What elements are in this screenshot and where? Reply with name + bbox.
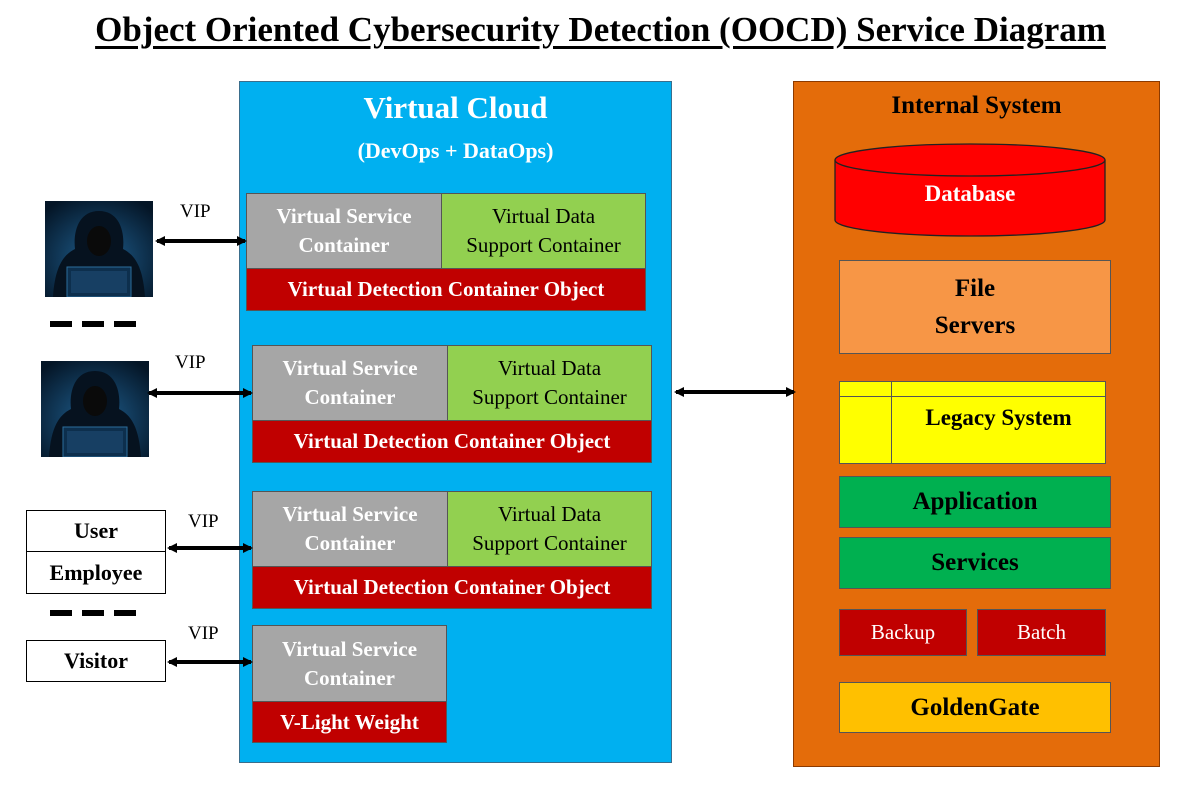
goldengate-box: GoldenGate xyxy=(839,682,1111,733)
vip-label: VIP xyxy=(180,201,211,222)
file-servers-box: File Servers xyxy=(839,260,1111,354)
virtual-cloud-subtitle: (DevOps + DataOps) xyxy=(357,138,554,163)
hooded-hacker-icon xyxy=(45,201,153,297)
legacy-system-header-strip xyxy=(839,381,1106,397)
data-container-line1: Virtual Data xyxy=(497,356,602,380)
hacker-image xyxy=(41,361,149,457)
data-container-line1: Virtual Data xyxy=(491,204,596,228)
hacker-image xyxy=(45,201,153,297)
virtual-detection-container-object: Virtual Detection Container Object xyxy=(246,268,646,311)
data-container-line2: Support Container xyxy=(466,233,621,257)
database-label: Database xyxy=(924,181,1016,206)
application-box: Application xyxy=(839,476,1111,528)
legacy-system-label: Legacy System xyxy=(925,405,1072,430)
virtual-service-container: Virtual Service Container xyxy=(252,625,447,702)
services-box: Services xyxy=(839,537,1111,589)
service-container-line1: Virtual Service xyxy=(276,204,412,228)
user-box: User xyxy=(26,510,166,552)
vip-label: VIP xyxy=(188,511,219,532)
internal-system-title: Internal System xyxy=(891,92,1062,119)
virtual-detection-container-object: Virtual Detection Container Object xyxy=(252,420,652,463)
hooded-hacker-icon xyxy=(41,361,149,457)
data-container-line2: Support Container xyxy=(472,531,627,555)
ellipsis-dashes xyxy=(50,321,136,329)
legacy-system-column-divider xyxy=(891,381,892,464)
virtual-detection-container-object: Virtual Detection Container Object xyxy=(252,566,652,609)
vip-label: VIP xyxy=(188,623,219,644)
service-container-line1: Virtual Service xyxy=(282,356,418,380)
data-container-line1: Virtual Data xyxy=(497,502,602,526)
service-container-line2: Container xyxy=(304,531,396,555)
ellipsis-dashes xyxy=(50,610,136,618)
employee-box: Employee xyxy=(26,551,166,594)
backup-box: Backup xyxy=(839,609,967,656)
service-container-line2: Container xyxy=(298,233,390,257)
file-servers-line2: Servers xyxy=(934,312,1016,339)
database-cylinder xyxy=(834,143,1106,237)
virtual-service-container: Virtual Service Container xyxy=(246,193,442,269)
service-container-line2: Container xyxy=(304,665,395,690)
diagram-title: Object Oriented Cybersecurity Detection … xyxy=(95,10,1106,49)
service-container-line1: Virtual Service xyxy=(282,502,418,526)
visitor-box: Visitor xyxy=(26,640,166,682)
vip-label: VIP xyxy=(175,352,206,373)
legacy-system-box xyxy=(839,381,1106,464)
batch-box: Batch xyxy=(977,609,1106,656)
virtual-cloud-title: Virtual Cloud xyxy=(363,90,548,125)
service-container-line2: Container xyxy=(304,385,396,409)
service-container-line1: Virtual Service xyxy=(281,636,418,661)
file-servers-line1: File xyxy=(954,275,996,302)
v-light-weight-label: V-Light Weight xyxy=(252,701,447,743)
virtual-data-support-container: Virtual Data Support Container xyxy=(447,345,652,421)
virtual-service-container: Virtual Service Container xyxy=(252,491,448,567)
virtual-data-support-container: Virtual Data Support Container xyxy=(441,193,646,269)
data-container-line2: Support Container xyxy=(472,385,627,409)
